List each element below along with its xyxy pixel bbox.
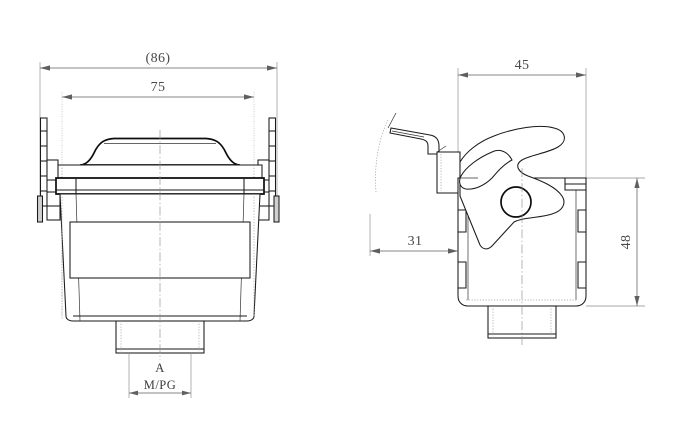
- thread-size-label-a: A: [155, 361, 165, 375]
- body-width-dimension: 75: [62, 80, 254, 100]
- thread-type-label-mpg: M/PG: [144, 378, 177, 392]
- height-dimension: 48: [619, 178, 640, 306]
- side-elevation-view: 45 31 48: [369, 58, 645, 345]
- lever-open-position: [375, 112, 440, 193]
- lever-mount-block: [436, 145, 461, 194]
- hood-upper-body: [55, 164, 265, 195]
- gland-thread-dimension: A M/PG: [128, 353, 192, 398]
- dimension-value-75: 75: [151, 80, 166, 95]
- front-elevation-view: (86) 75 A M/PG: [36, 51, 280, 398]
- dimension-value-86: (86): [146, 51, 171, 66]
- left-locking-flange: [36, 117, 61, 223]
- depth-dimension: 45: [458, 58, 586, 78]
- overall-width-dimension: (86): [40, 51, 277, 71]
- lever-pivot-hole: [500, 186, 532, 218]
- dimension-value-45: 45: [515, 58, 530, 73]
- dimension-value-48: 48: [619, 235, 634, 250]
- dimension-value-31: 31: [408, 234, 423, 249]
- locking-lever: [459, 125, 565, 250]
- lever-projection-dimension: 31: [370, 234, 458, 254]
